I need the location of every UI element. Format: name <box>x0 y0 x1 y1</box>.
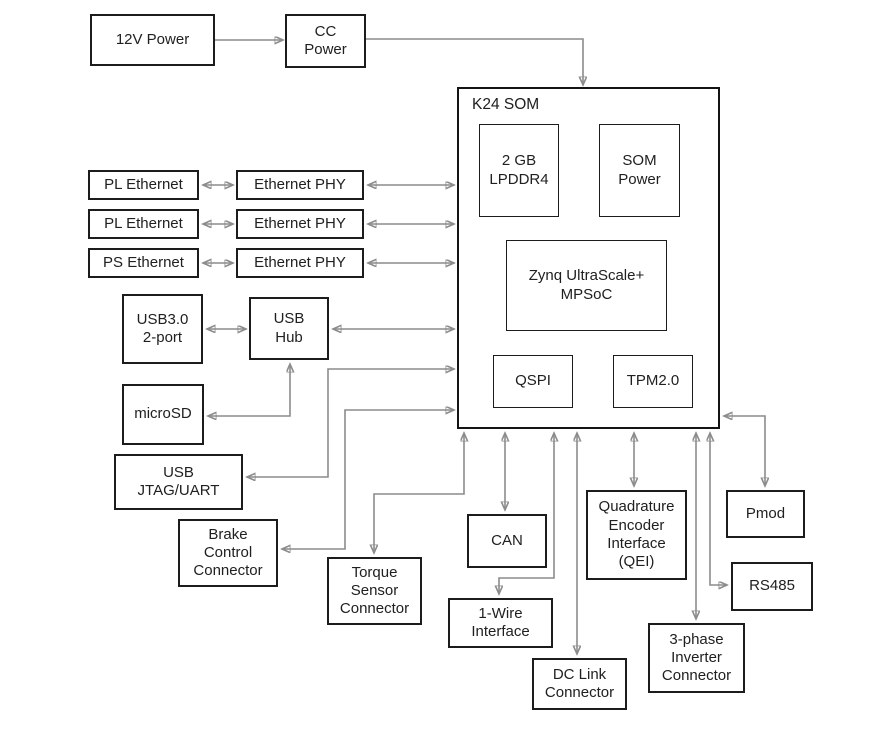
node-pl-ethernet-2-label: PL Ethernet <box>104 214 183 232</box>
node-lpddr4: 2 GB LPDDR4 <box>479 124 559 217</box>
node-som-power: SOM Power <box>599 124 680 217</box>
node-can-label: CAN <box>491 531 523 549</box>
node-rs485-label: RS485 <box>749 577 795 595</box>
node-pl-ethernet-1-label: PL Ethernet <box>104 175 183 193</box>
node-usb-jtag-uart: USB JTAG/UART <box>114 454 243 510</box>
node-torque-sensor-connector: Torque Sensor Connector <box>327 557 422 625</box>
node-ethernet-phy-1-label: Ethernet PHY <box>254 175 346 193</box>
node-ps-ethernet: PS Ethernet <box>88 248 199 278</box>
node-torque-sensor-connector-label: Torque Sensor Connector <box>339 563 410 618</box>
node-microsd-label: microSD <box>134 405 192 423</box>
node-usb3-2port-label: USB3.0 2-port <box>136 310 189 346</box>
node-k24-som-label: K24 SOM <box>472 96 540 113</box>
connector-pmod-som <box>725 416 765 485</box>
node-pmod: Pmod <box>726 490 805 538</box>
node-rs485: RS485 <box>731 562 813 611</box>
node-pl-ethernet-2: PL Ethernet <box>88 209 199 239</box>
node-cc-power-label: CC Power <box>304 22 347 58</box>
node-tpm20: TPM2.0 <box>613 355 693 408</box>
node-3phase-inverter-connector: 3-phase Inverter Connector <box>648 623 745 693</box>
node-usb-jtag-uart-label: USB JTAG/UART <box>137 463 220 499</box>
node-usb-hub: USB Hub <box>249 297 329 360</box>
node-zynq-mpsoc-label: Zynq UltraScale+ MPSoC <box>528 267 645 303</box>
node-qei: Quadrature Encoder Interface (QEI) <box>586 490 687 580</box>
node-qspi: QSPI <box>493 355 573 408</box>
connector-usb-jtag-uart-som <box>248 369 453 477</box>
node-ethernet-phy-3-label: Ethernet PHY <box>254 253 346 271</box>
node-usb-hub-label: USB Hub <box>273 310 305 346</box>
node-microsd: microSD <box>122 384 204 445</box>
node-dc-link-connector: DC Link Connector <box>532 658 627 710</box>
node-tpm20-label: TPM2.0 <box>626 372 680 390</box>
connector-brake-control-som <box>283 410 453 549</box>
node-brake-control-connector-label: Brake Control Connector <box>193 525 263 580</box>
node-ethernet-phy-2-label: Ethernet PHY <box>254 214 346 232</box>
node-qspi-label: QSPI <box>515 372 551 390</box>
node-12v-power: 12V Power <box>90 14 215 66</box>
node-qei-label: Quadrature Encoder Interface (QEI) <box>598 498 675 571</box>
node-cc-power: CC Power <box>285 14 366 68</box>
node-1-wire-interface: 1-Wire Interface <box>448 598 553 648</box>
node-usb3-2port: USB3.0 2-port <box>122 294 203 364</box>
node-12v-power-label: 12V Power <box>115 30 190 48</box>
node-dc-link-connector-label: DC Link Connector <box>544 665 615 701</box>
connector-cc-power-to-som <box>366 38 583 84</box>
node-ethernet-phy-1: Ethernet PHY <box>236 170 364 200</box>
connector-rs485-som <box>710 434 726 585</box>
connector-torque-sensor-som <box>374 434 464 552</box>
node-brake-control-connector: Brake Control Connector <box>178 519 278 587</box>
node-ethernet-phy-2: Ethernet PHY <box>236 209 364 239</box>
node-3phase-inverter-connector-label: 3-phase Inverter Connector <box>661 630 732 685</box>
node-pmod-label: Pmod <box>745 504 786 522</box>
node-som-power-label: SOM Power <box>618 152 661 188</box>
connector-microsd-usb-hub <box>209 365 290 416</box>
node-lpddr4-label: 2 GB LPDDR4 <box>489 152 549 188</box>
node-can: CAN <box>467 514 547 568</box>
node-zynq-mpsoc: Zynq UltraScale+ MPSoC <box>506 240 667 331</box>
node-1-wire-interface-label: 1-Wire Interface <box>471 604 530 640</box>
node-ps-ethernet-label: PS Ethernet <box>103 253 184 271</box>
node-ethernet-phy-3: Ethernet PHY <box>236 248 364 278</box>
node-pl-ethernet-1: PL Ethernet <box>88 170 199 200</box>
